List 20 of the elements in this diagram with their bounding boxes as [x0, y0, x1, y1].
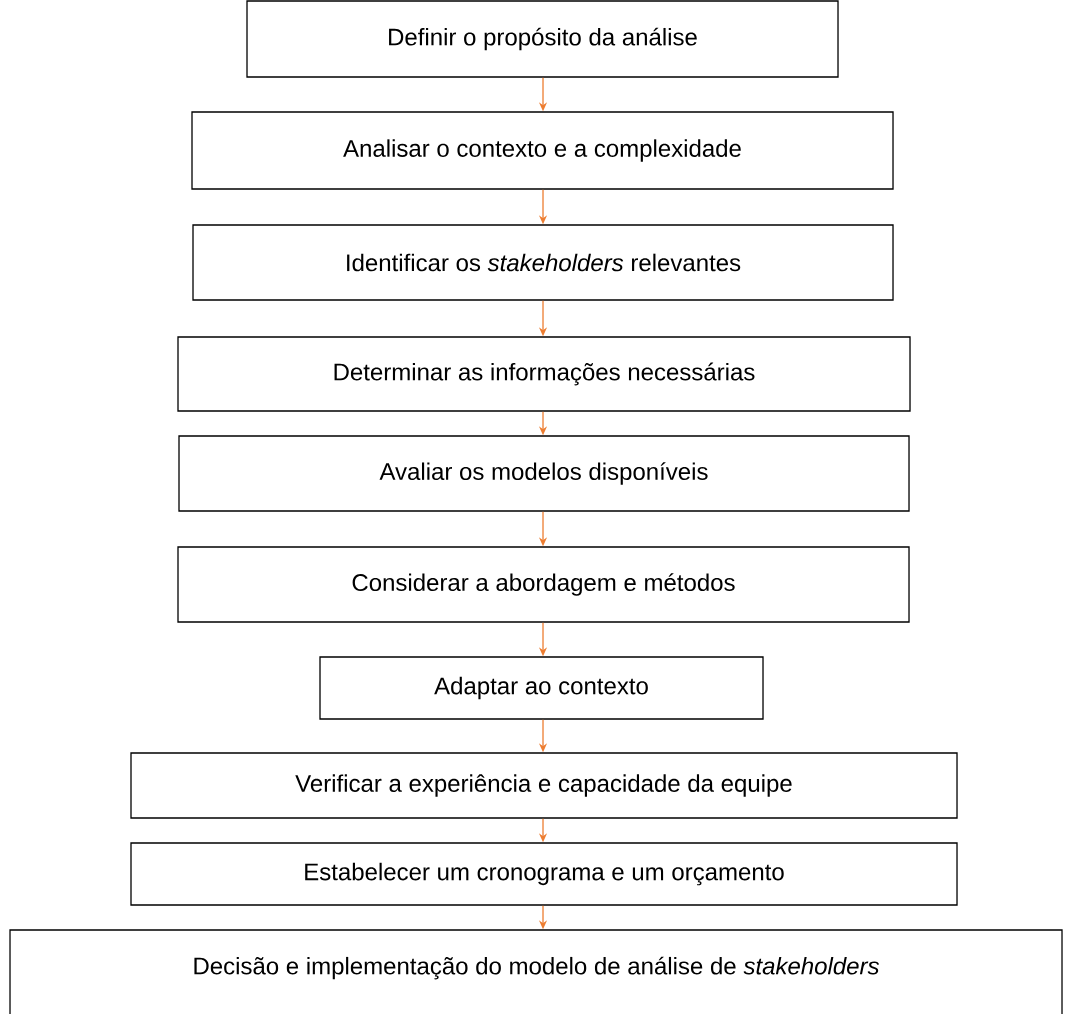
- process-box: [246, 0, 839, 78]
- box-text: Identificar os stakeholders relevantes: [347, 253, 741, 272]
- process-box: [191, 111, 894, 190]
- box-text: Avaliar os modelos disponíveis: [379, 462, 708, 485]
- box-text: Definir o propósito da análise: [389, 27, 697, 51]
- process-box: [130, 842, 958, 906]
- process-box: [177, 546, 910, 623]
- box-text: Determinar as informações necessárias: [334, 362, 755, 386]
- process-box: [9, 929, 1063, 1014]
- box-text: Estabelecer um cronograma e um orçamento: [305, 862, 784, 886]
- box-text: Decisão e implementação do modelo de análise de stakeholders: [194, 956, 880, 980]
- box-text: Analisar o contexto e a complexidade: [343, 139, 741, 162]
- process-box: [177, 336, 911, 412]
- process-box: [130, 752, 958, 819]
- box-text: Verificar a experiência e capacidade da equipe: [295, 774, 792, 797]
- box-text: Considerar a abordagem e métodos: [352, 573, 735, 596]
- process-box: [178, 435, 910, 512]
- box-text: Adaptar ao contexto: [434, 676, 648, 700]
- process-box: [192, 224, 894, 301]
- process-box: [319, 656, 764, 720]
